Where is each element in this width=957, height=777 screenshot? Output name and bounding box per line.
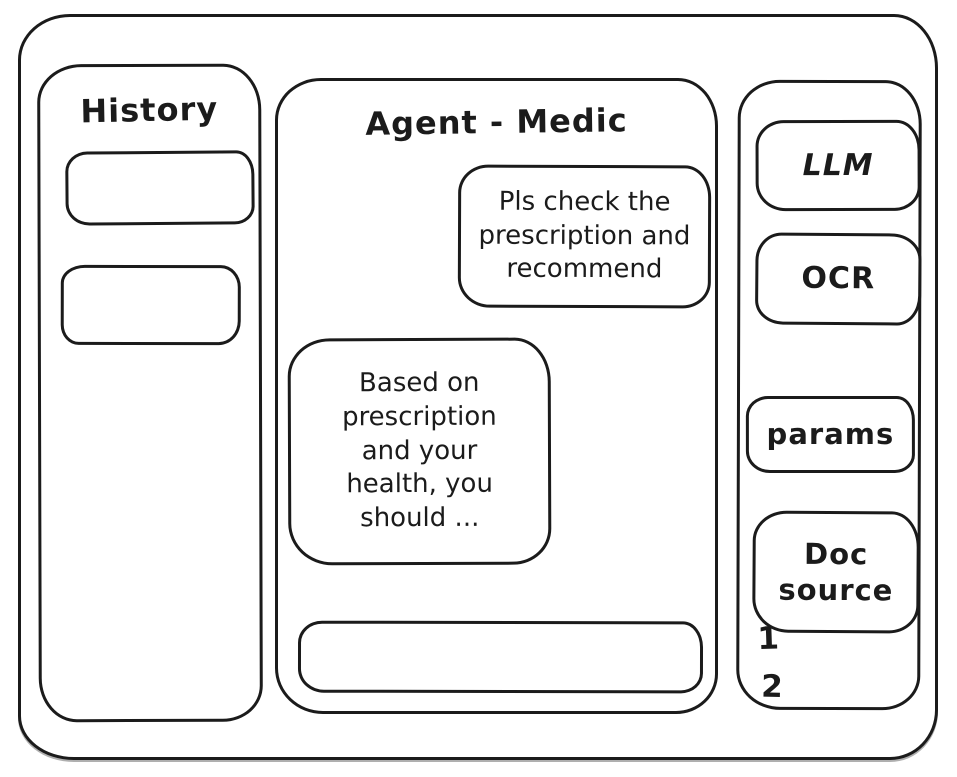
history-item[interactable] — [65, 150, 255, 226]
assistant-message-bubble: Based on prescription and your health, y… — [287, 337, 552, 566]
llm-button[interactable]: LLM — [755, 119, 921, 212]
params-button[interactable]: params — [745, 395, 915, 474]
user-message-bubble: Pls check the prescription and recommend — [457, 164, 712, 309]
ocr-button[interactable]: OCR — [754, 232, 922, 326]
assistant-message-text: Based on prescription and your health, y… — [341, 367, 497, 534]
history-panel: History — [37, 63, 263, 723]
doc-source-button[interactable]: Doc source — [752, 510, 920, 634]
user-message-text: Pls check the prescription and recommend — [478, 186, 691, 285]
doc-source-item-1: 1 — [756, 620, 780, 658]
doc-source-item-2: 2 — [760, 668, 784, 706]
chat-title: Agent - Medic — [365, 101, 628, 143]
message-input[interactable] — [297, 620, 704, 694]
history-title: History — [80, 89, 219, 131]
history-item[interactable] — [60, 264, 241, 346]
chat-panel: Agent - Medic Pls check the prescription… — [275, 78, 718, 714]
tools-panel: LLM OCR params Doc source 1 2 — [736, 79, 922, 711]
